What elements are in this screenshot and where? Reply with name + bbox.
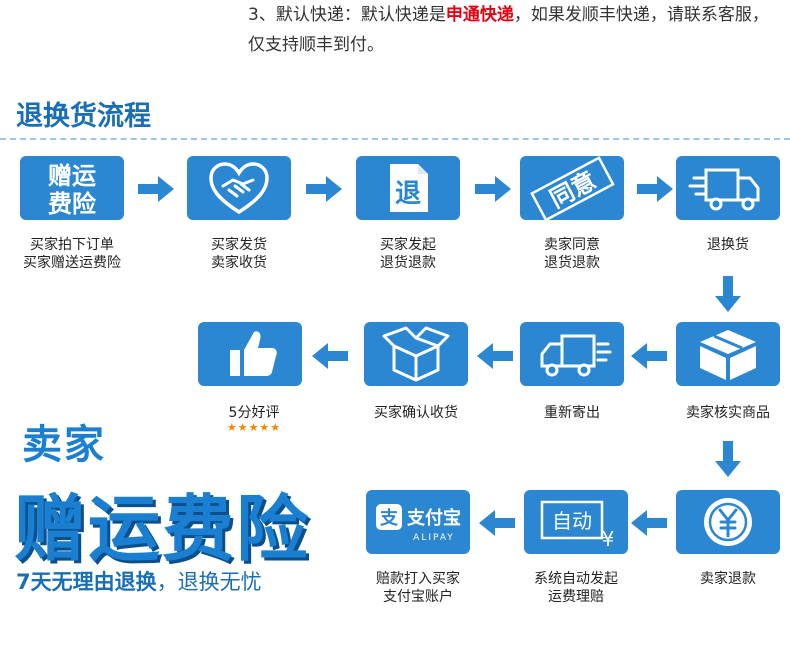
- caption-step-10: 卖家退款: [700, 571, 756, 587]
- arrow-right-icon: [138, 176, 174, 202]
- package-box-icon: [700, 330, 756, 380]
- open-box-icon: [382, 326, 450, 382]
- rating-stars: ★★★★★: [226, 421, 282, 434]
- step-return-request-box: 退: [356, 156, 460, 220]
- icon-text-2: 费险: [48, 190, 97, 218]
- handshake-heart-icon: [209, 162, 269, 215]
- alipay-icon: 支 支付宝 ALIPAY: [376, 504, 461, 543]
- slogan-bold: 7天无理由退换: [16, 570, 157, 594]
- arrow-down-icon: [715, 276, 741, 312]
- step-resend-box: [520, 322, 624, 386]
- arrow-down-icon: [715, 441, 741, 477]
- promo-title: 赠运费险: [14, 487, 311, 571]
- alipay-cn: 支付宝: [406, 507, 461, 529]
- caption-step-11: 系统自动发起运费理赔: [534, 571, 618, 605]
- step-review-box: [198, 322, 302, 386]
- approval-stamp-icon: 同意: [530, 156, 615, 220]
- auto-claim-icon: 自动 ¥: [540, 500, 615, 551]
- step-auto-claim-box: 自动 ¥: [524, 490, 628, 554]
- note-suffix: ，如果发顺丰快递，请联系客服，仅支持顺丰到付。: [248, 5, 769, 55]
- shipping-note: 3、默认快递：默认快递是申通快递，如果发顺丰快递，请联系客服，仅支持顺丰到付。: [248, 0, 778, 60]
- insurance-text-icon: 赠运 费险: [48, 162, 97, 218]
- caption-step-7: 重新寄出: [544, 405, 600, 421]
- note-highlight: 申通快递: [445, 5, 514, 25]
- caption-step-5: 退换货: [707, 237, 749, 253]
- arrow-left-icon: [479, 510, 515, 536]
- arrow-left-icon: [312, 343, 348, 369]
- promo-seller: 卖家: [22, 422, 106, 468]
- auto-text: 自动: [552, 509, 592, 533]
- arrow-right-icon: [637, 176, 673, 202]
- yen-sign: ¥: [602, 527, 615, 551]
- step-agree-box: 同意: [520, 156, 624, 220]
- caption-step-9: 5分好评: [228, 405, 280, 421]
- step-refund-box: [676, 490, 780, 554]
- caption-step-2: 买家发货卖家收货: [211, 237, 267, 271]
- section-title: 退换货流程: [16, 101, 151, 132]
- slogan-rest: ，退换无忧: [156, 570, 262, 594]
- arrow-left-icon: [477, 343, 513, 369]
- delivery-truck-icon: [540, 334, 612, 377]
- alipay-en: ALIPAY: [413, 533, 455, 543]
- thumbs-up-icon: [230, 331, 277, 376]
- return-char: 退: [395, 179, 421, 209]
- caption-step-8: 买家确认收货: [374, 405, 458, 421]
- arrow-left-icon: [631, 343, 667, 369]
- arrow-right-icon: [306, 176, 342, 202]
- step-ship-box: [187, 156, 291, 220]
- step-confirm-box: [364, 322, 468, 386]
- caption-step-6: 卖家核实商品: [686, 405, 770, 421]
- step-verify-box: [676, 322, 780, 386]
- step-insurance-box: 赠运 费险: [20, 156, 124, 220]
- step-alipay-box: 支 支付宝 ALIPAY: [366, 490, 470, 554]
- svg-text:支: 支: [379, 507, 399, 529]
- yen-coin-icon: [704, 498, 752, 546]
- caption-step-1: 买家拍下订单买家赠送运费险: [23, 237, 121, 271]
- caption-step-3: 买家发起退货退款: [380, 237, 436, 271]
- arrow-right-icon: [475, 176, 511, 202]
- document-icon: 退: [390, 164, 428, 212]
- icon-text-1: 赠运: [48, 162, 96, 190]
- dashed-divider: [0, 138, 790, 140]
- arrow-left-icon: [631, 510, 667, 536]
- caption-step-4: 卖家同意退货退款: [544, 237, 600, 271]
- caption-step-12: 赔款打入买家支付宝账户: [376, 571, 460, 605]
- note-prefix: 3、默认快递：默认快递是: [248, 5, 446, 25]
- delivery-truck-icon: [688, 168, 760, 211]
- step-exchange-box: [676, 156, 780, 220]
- promo-slogan: 7天无理由退换，退换无忧: [16, 566, 262, 596]
